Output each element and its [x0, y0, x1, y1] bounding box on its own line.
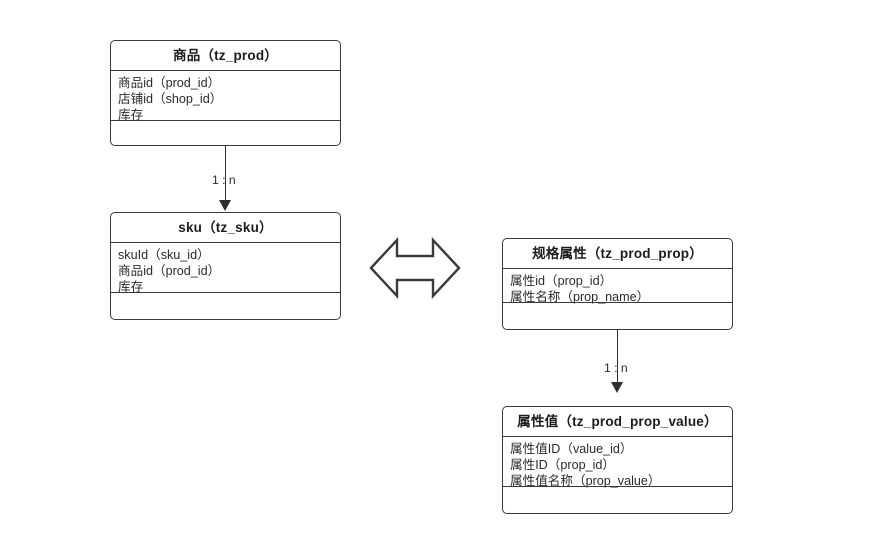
attribute-row: 属性id（prop_id）: [510, 274, 613, 288]
connector-label-prop-to-propvalue: 1 : n: [604, 361, 628, 375]
entity-title-tz-prod-prop-value: 属性值（tz_prod_prop_value）: [503, 407, 732, 437]
attribute-row: 属性值ID（value_id）: [510, 442, 633, 456]
entity-box-tz-prod-prop[interactable]: 规格属性（tz_prod_prop） 属性id（prop_id） 属性名称（pr…: [502, 238, 733, 330]
arrowhead-icon: [611, 382, 623, 393]
double-headed-arrow-icon: [369, 236, 461, 300]
entity-box-tz-prod[interactable]: 商品（tz_prod） 商品id（prod_id） 店铺id（shop_id） …: [110, 40, 341, 146]
entity-title-tz-prod-prop: 规格属性（tz_prod_prop）: [503, 239, 732, 269]
entity-methods-tz-sku: [111, 293, 340, 319]
entity-attributes-tz-sku: skuId（sku_id） 商品id（prod_id） 库存: [111, 243, 340, 295]
entity-box-tz-prod-prop-value[interactable]: 属性值（tz_prod_prop_value） 属性值ID（value_id） …: [502, 406, 733, 514]
entity-attributes-tz-prod-prop: 属性id（prop_id） 属性名称（prop_name）: [503, 269, 732, 305]
attribute-row: skuId（sku_id）: [118, 248, 210, 262]
attribute-row: 商品id（prod_id）: [118, 76, 221, 90]
connector-label-prod-to-sku: 1 : n: [212, 173, 236, 187]
entity-box-tz-sku[interactable]: sku（tz_sku） skuId（sku_id） 商品id（prod_id） …: [110, 212, 341, 320]
entity-methods-tz-prod: [111, 121, 340, 145]
entity-attributes-tz-prod: 商品id（prod_id） 店铺id（shop_id） 库存: [111, 71, 340, 123]
attribute-row: 库存: [118, 108, 144, 123]
attribute-row: 属性名称（prop_name）: [510, 290, 650, 305]
arrowhead-icon: [219, 200, 231, 211]
attribute-row: 库存: [118, 280, 144, 295]
entity-title-tz-sku: sku（tz_sku）: [111, 213, 340, 243]
attribute-row: 商品id（prod_id）: [118, 264, 221, 279]
connector-line: [617, 330, 618, 384]
many-to-many-relation-symbol[interactable]: [369, 236, 461, 300]
attribute-row: 属性值名称（prop_value）: [510, 474, 661, 489]
entity-title-tz-prod: 商品（tz_prod）: [111, 41, 340, 71]
entity-attributes-tz-prod-prop-value: 属性值ID（value_id） 属性ID（prop_id） 属性值名称（prop…: [503, 437, 732, 489]
entity-methods-tz-prod-prop: [503, 303, 732, 329]
connector-line: [225, 146, 226, 202]
entity-methods-tz-prod-prop-value: [503, 487, 732, 513]
attribute-row: 属性ID（prop_id）: [510, 458, 615, 473]
attribute-row: 店铺id（shop_id）: [118, 92, 223, 107]
